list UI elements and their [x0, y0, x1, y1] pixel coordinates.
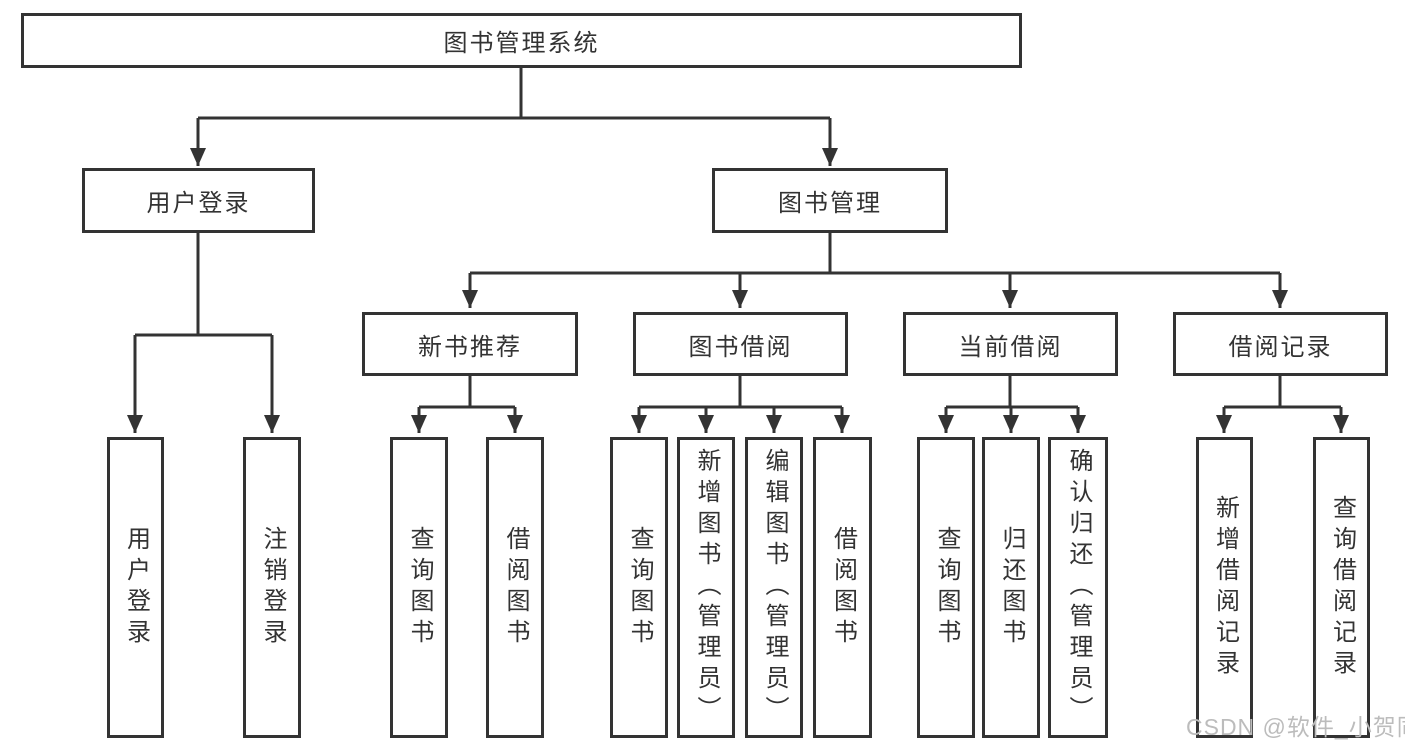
node-current-borrow: 当前借阅: [903, 312, 1118, 376]
connector-user-login-to-leaves: [127, 233, 280, 433]
leaf-logout: 注销登录: [243, 437, 301, 738]
node-borrow-record: 借阅记录: [1173, 312, 1388, 376]
connector-book-mgmt-to-level3: [462, 233, 1288, 308]
connector-borrow-record-to-leaves: [1216, 376, 1349, 433]
leaf-borrow-book: 借阅图书: [813, 437, 872, 738]
connector-book-borrow-to-leaves: [631, 376, 850, 433]
node-book-borrow: 图书借阅: [633, 312, 848, 376]
connector-root-to-level2: [190, 68, 838, 166]
leaf-borrow-book-recommend: 借阅图书: [486, 437, 544, 738]
leaf-add-borrow-record: 新增借阅记录: [1196, 437, 1253, 738]
leaf-return-book: 归还图书: [982, 437, 1040, 738]
leaf-query-book-borrow: 查询图书: [610, 437, 668, 738]
leaf-query-borrow-record: 查询借阅记录: [1313, 437, 1370, 738]
leaf-add-book-admin: 新增图书（管理员）: [677, 437, 735, 738]
connector-current-borrow-to-leaves: [938, 376, 1086, 433]
node-user-login: 用户登录: [82, 168, 315, 233]
leaf-edit-book-admin: 编辑图书（管理员）: [745, 437, 803, 738]
connector-new-book-to-leaves: [411, 376, 523, 433]
node-book-management: 图书管理: [712, 168, 948, 233]
node-root-system: 图书管理系统: [21, 13, 1022, 68]
leaf-user-login: 用户登录: [107, 437, 164, 738]
watermark: CSDN @软件_小贺同学: [1186, 714, 1405, 740]
leaf-query-book-recommend: 查询图书: [390, 437, 448, 738]
leaf-confirm-return-admin: 确认归还（管理员）: [1048, 437, 1108, 738]
node-new-book-recommend: 新书推荐: [362, 312, 578, 376]
leaf-query-book-current: 查询图书: [917, 437, 975, 738]
